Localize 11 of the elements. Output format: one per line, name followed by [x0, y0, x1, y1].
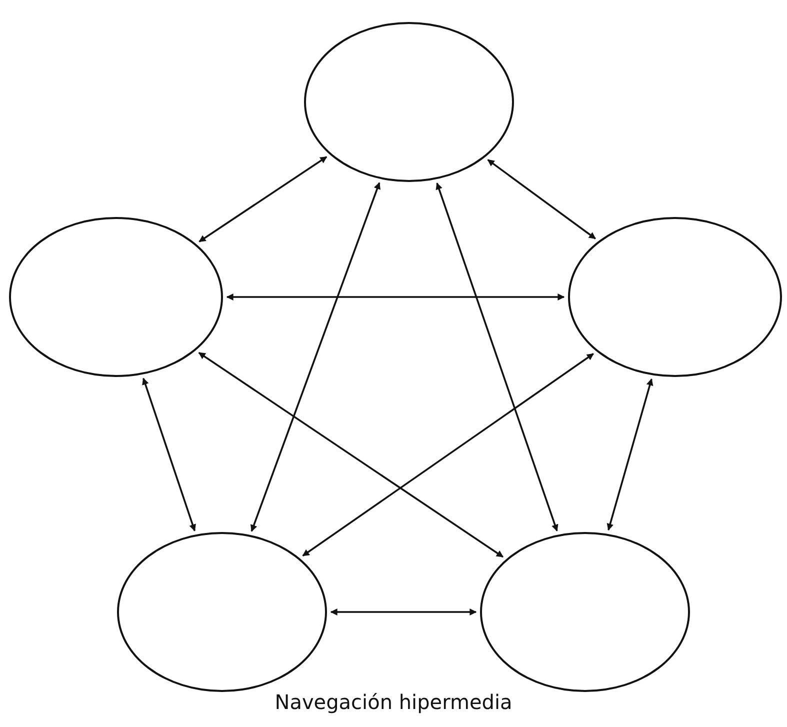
double-arrow — [487, 159, 596, 240]
double-arrow — [250, 182, 380, 532]
double-arrow — [226, 294, 565, 300]
double-arrow — [198, 156, 328, 242]
double-arrow — [436, 182, 558, 532]
double-arrow — [330, 608, 477, 616]
caption: Navegación hipermedia — [274, 690, 512, 714]
double-arrow — [198, 352, 504, 558]
double-arrow — [302, 353, 594, 557]
double-arrow — [142, 378, 196, 532]
double-arrow — [606, 378, 654, 531]
